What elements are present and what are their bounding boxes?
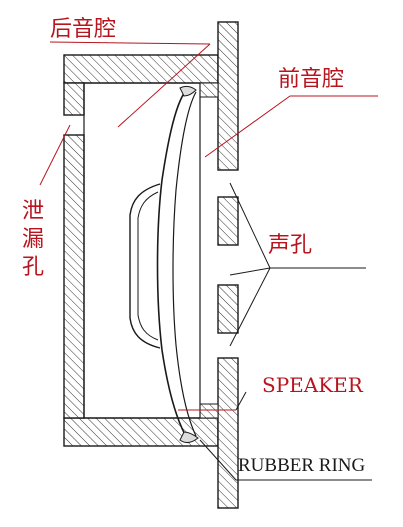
rubber-ring-bottom xyxy=(179,431,199,444)
label-sound-hole: 声孔 xyxy=(268,233,312,258)
housing-bottom-wall xyxy=(63,417,219,447)
leader-speaker-top xyxy=(235,391,247,411)
rubber-ring-top xyxy=(179,85,197,97)
front-panel-top xyxy=(217,21,239,171)
label-speaker: SPEAKER xyxy=(262,373,364,397)
rear-housing xyxy=(63,54,219,447)
speaker-cone-inner xyxy=(172,91,197,437)
leader-rear-cavity-top xyxy=(49,41,211,45)
label-leak-hole-1: 泄 xyxy=(22,199,44,224)
leader-sound-hole-1 xyxy=(229,182,271,269)
speaker xyxy=(129,85,199,444)
housing-left-wall-lower xyxy=(63,134,85,419)
speaker-magnet-inner xyxy=(137,191,159,341)
leader-sound-hole-2 xyxy=(229,267,271,347)
front-panel-seg-3 xyxy=(217,284,239,334)
speaker-magnet xyxy=(129,183,161,349)
leader-lines xyxy=(39,41,378,481)
leader-sound-hole-3 xyxy=(229,267,271,276)
label-leak-hole-3: 孔 xyxy=(22,255,44,280)
front-panel-bottom xyxy=(217,357,239,509)
leader-front-cavity xyxy=(204,95,291,158)
housing-top-wall xyxy=(63,54,219,84)
label-leak-hole-2: 漏 xyxy=(22,227,44,252)
front-ledge-bottom xyxy=(199,403,219,419)
front-panel-seg-2 xyxy=(217,196,239,246)
label-front-cavity: 前音腔 xyxy=(278,67,344,92)
label-rubber-ring: RUBBER RING xyxy=(238,455,365,476)
speaker-cone-outer xyxy=(156,87,189,441)
leader-rubber-ring xyxy=(199,439,237,481)
label-rear-cavity: 后音腔 xyxy=(50,17,116,42)
leader-leak-hole xyxy=(39,124,71,186)
housing-left-wall-upper xyxy=(63,82,85,116)
leader-rear-cavity xyxy=(117,43,211,128)
inner-cavity-outline xyxy=(83,82,201,419)
front-panel xyxy=(199,21,239,509)
front-ledge-top xyxy=(199,82,219,98)
